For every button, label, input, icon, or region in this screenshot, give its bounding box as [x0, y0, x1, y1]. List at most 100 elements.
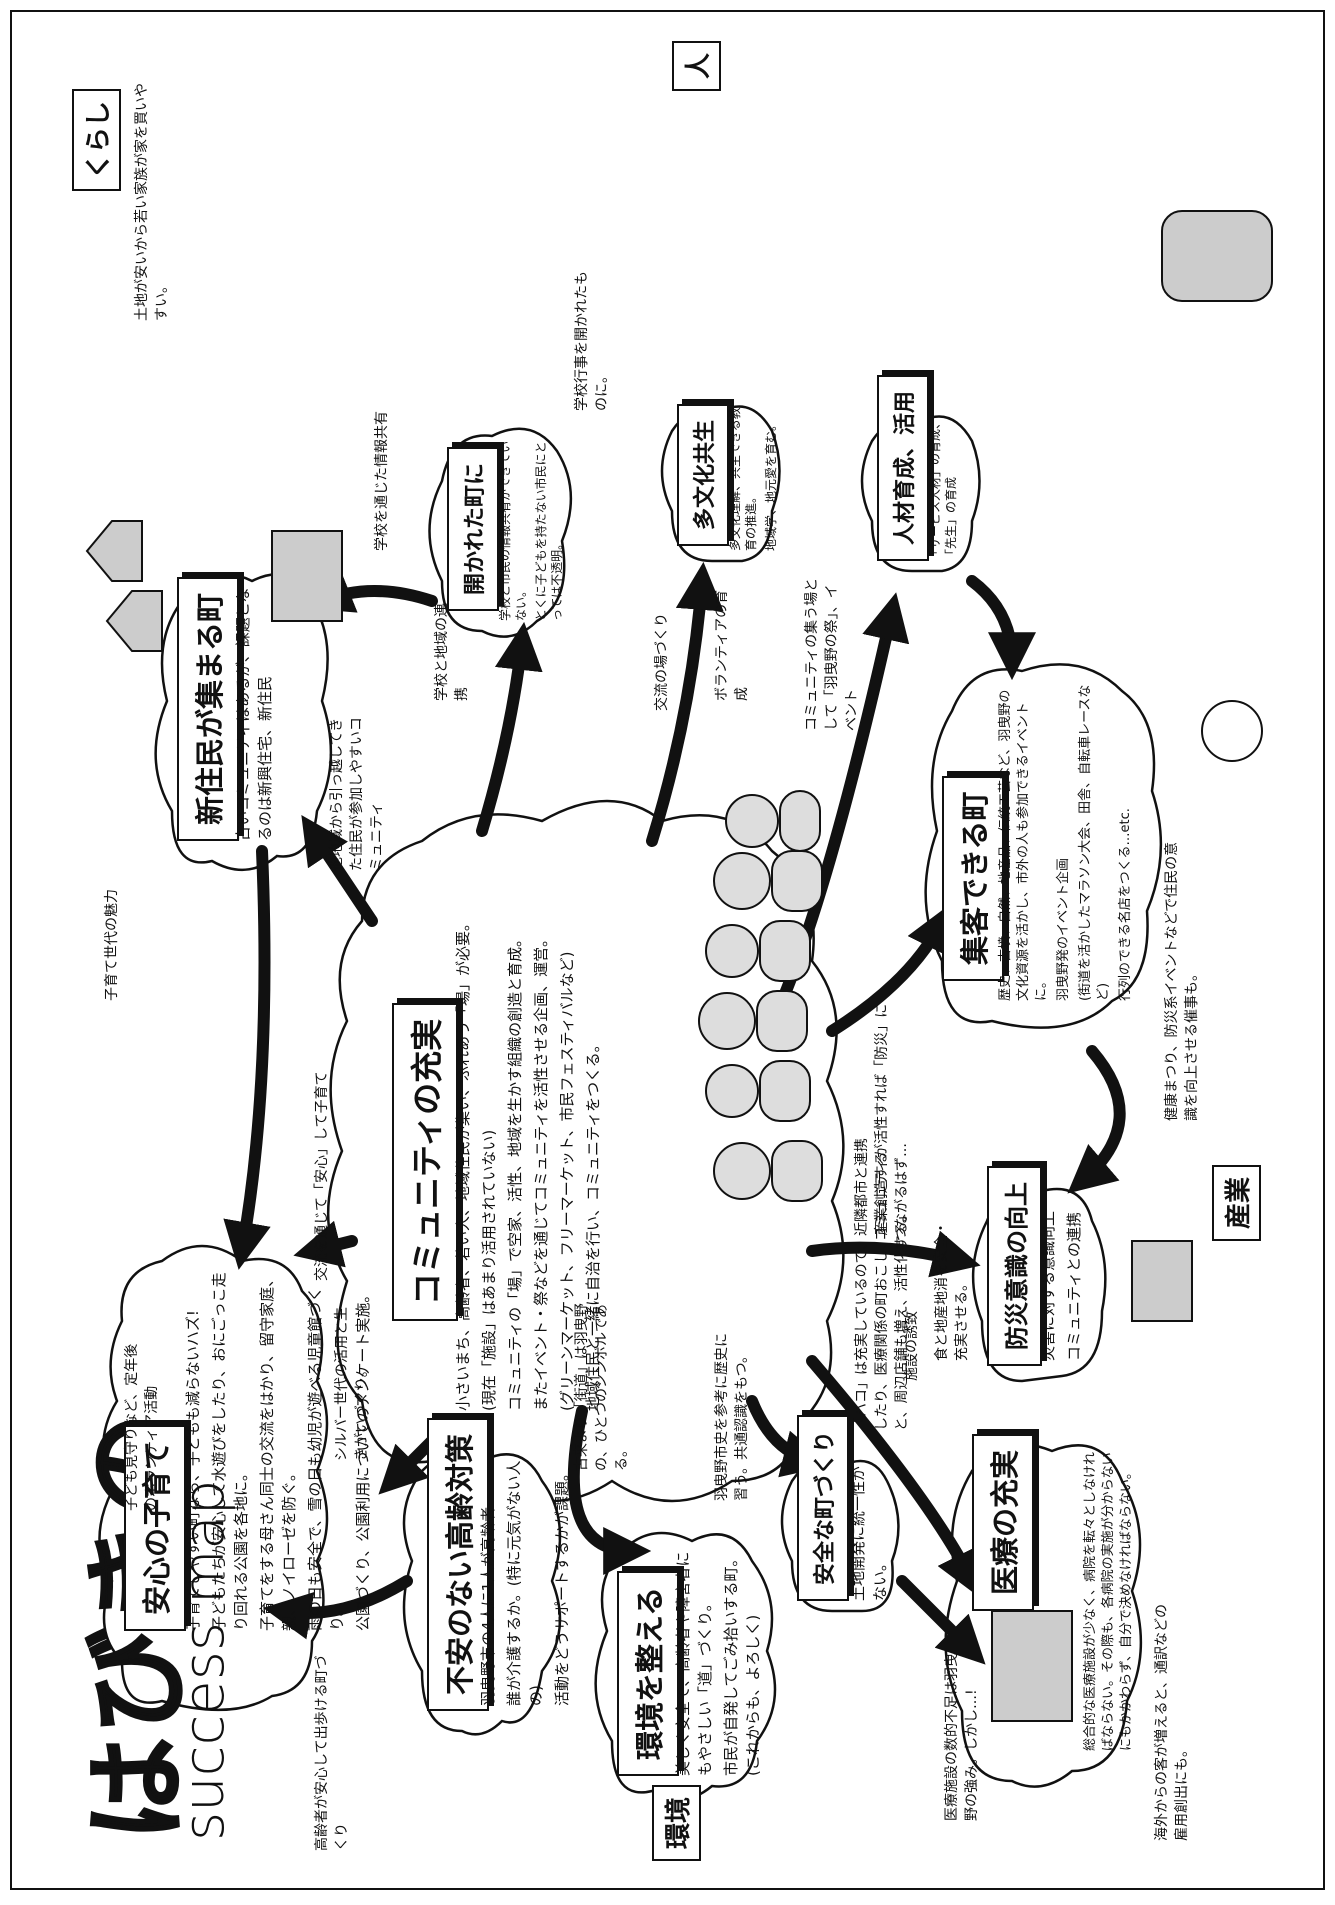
bullet: 災害に対する意識向上 [1039, 1210, 1057, 1361]
node-hirakareta-title: 開かれた町に [447, 446, 499, 611]
person-head [705, 1064, 759, 1118]
tag-sangyo: 産業 [1212, 1164, 1261, 1241]
bicycle-icon [1201, 700, 1263, 762]
note-gakko: 学校と地域の連携 [434, 603, 470, 701]
node-shinjumin-bullets: 古いコミュニティはあるが、課題となるのは新興住宅、新住民 [232, 581, 280, 841]
node-koureika-bullets: 羽曳野市の4人に1人が高齢者 誰が介護するか。(特に元気がない人の) 活動をどう… [477, 1456, 577, 1706]
arrow-jinzai-shuukyaku [966, 575, 1036, 681]
bullet: 古いコミュニティはあるが、課題となるのは新興住宅、新住民 [234, 587, 274, 841]
note-community-basho: コミュニティの集う場として「羽曳野の祭」、イベント [804, 577, 860, 731]
node-iryo-title: 医療の充実 [972, 1433, 1034, 1611]
keyhole-frame [1161, 210, 1273, 302]
person-head [713, 1142, 771, 1200]
arrow-center-shuukyaku [826, 903, 951, 1037]
person-body [756, 990, 808, 1052]
note-kosodate-link: 子育て世代の魅力 [104, 889, 120, 1001]
person-body [771, 850, 823, 912]
note-kouryu: 交流を通じて「安心」して子育て [314, 1071, 330, 1281]
person-body [759, 1060, 811, 1122]
bullet: とくに子どもを持たない市民にとっては不透明。 [534, 441, 564, 621]
node-kankyo-title: 環境を整える [617, 1570, 679, 1776]
node-shinjumin-title: 新住民が集まる町 [177, 576, 239, 841]
arrow-center-kosodate [293, 1220, 358, 1268]
node-anzen-title: 安全な町づくり [797, 1414, 849, 1601]
person-head [698, 992, 756, 1050]
sketches [85, 210, 1273, 1722]
note-tochi: 土地が安いから若い家族が家を買いやすい。 [134, 83, 170, 321]
arrow-center-shinjumin [301, 815, 378, 927]
arrow-shinjumin-kosodate [223, 845, 271, 1270]
person-body [779, 790, 821, 852]
note-iryo-speech: 医療施設の数的不足は羽曳野の強み。しかし…! [944, 1653, 980, 1821]
node-kankyo-bullets: 美しく安全で、高齢者や障害者にもやさしい「道」づくり。 市民が自発してごみ拾いす… [672, 1546, 768, 1776]
node-iryo-bullets: 総合的な医療施設が少なく、病院を転々としなければならない。その際も、各病院の実施… [1082, 1451, 1140, 1751]
arrow-center-kankyo [567, 1405, 652, 1575]
node-hirakareta-bullets: 学校と市民の情報共有ができていない。 とくに子どもを持たない市民にとっては不透明… [497, 431, 569, 621]
school-building [271, 530, 343, 622]
node-jinzai-bullets: 「サービス人材」の育成、「先生」の育成 [927, 411, 963, 561]
arrow-center-iryo [806, 1355, 981, 1599]
bullet: 「サービス人材」の育成、「先生」の育成 [928, 416, 958, 561]
note-gakko-top: 学校を通じた情報共有 [374, 411, 390, 551]
house-icon [85, 520, 143, 582]
bullet: コミュニティの「場」で空家、活性、地域を生かす組織の創造と育成。 [506, 931, 524, 1411]
note-kaidou: 古来より「街道」は羽曳野の、ひとつのシンボルである。 [574, 1303, 630, 1471]
note-koureisha-aruku: 高齢者が安心して出歩ける町づくり [314, 1655, 350, 1851]
note-shisetsu: 施設の誘致 [904, 1311, 920, 1381]
arrow-shuukyaku-bousai [1067, 1045, 1126, 1194]
bullet: 市民が自発してごみ拾いする町。(これからも、よろしく) [722, 1551, 762, 1776]
bullet: 活動をどうサポートするかが課題。 [553, 1465, 571, 1706]
rotated-map: はびきの success map くらし 人 環境 産業 安心の子育て 子育てし… [12, 12, 1317, 1881]
note-gakko-right: 学校行事を開かれたものに。 [574, 271, 610, 411]
note-rekishi: 羽曳野市史を参考に歴史に習う。共通認識をもつ。 [714, 1333, 750, 1501]
node-tabunka-title: 多文化共生 [677, 403, 729, 546]
bullet: コミュニティとの連携 [1065, 1212, 1083, 1361]
bousai-box [1131, 1240, 1193, 1322]
bullet: (現在「施設」はあまり活用されていない) [480, 1129, 498, 1411]
arrow-center-bousai [806, 1230, 981, 1278]
node-bousai-title: 防災意識の向上 [987, 1166, 1042, 1366]
bullet: 土地開発に統一性がない。 [849, 1465, 889, 1601]
bullet: 小さいまち、高齢者、若い人、地域住民が集い、ふれあう「場」が必要。 [454, 915, 472, 1411]
bullet: 美しく安全で、高齢者や障害者にもやさしい「道」づくり。 [674, 1551, 714, 1776]
note-kenko: 健康まつり、防災系イベントなどで住民の意識を向上させる催事も。 [1164, 841, 1200, 1121]
arrow-anzen-iryo [896, 1575, 986, 1665]
center-title: コミュニティの充実 [392, 1002, 458, 1321]
person-head [725, 794, 779, 848]
node-anzen-bullets: 土地開発に統一性がない。 [847, 1461, 895, 1601]
map-frame: はびきの success map くらし 人 環境 産業 安心の子育て 子育てし… [10, 10, 1325, 1890]
person-head [713, 852, 771, 910]
bullet: またイベント・祭などを通じてコミュニティを活性させる企画、運営。 [532, 931, 550, 1411]
note-shinjumin-left: 他地域から引っ越してきた住民が参加しやすいコミュニティ [329, 717, 385, 871]
tag-hito: 人 [672, 40, 721, 91]
house-icon [105, 590, 163, 652]
people-group [698, 790, 823, 1202]
node-shuukyaku-title: 集客できる町 [942, 775, 1004, 981]
bullet: 地域学、地元愛を育む。 [764, 418, 778, 551]
node-tabunka-bullets: 多文化理解、共生できる教育の推進。 地域学、地元愛を育む。 [727, 401, 783, 551]
person-head [705, 924, 759, 978]
bullet: 羽曳野発のイベント企画 [1056, 857, 1071, 1001]
tag-kurashi: くらし [72, 88, 121, 191]
arrow-koureika-kosodate [263, 1575, 413, 1640]
bullet: 子育てをする母さん同士の交流をはかり、留守家庭、親、ノイローゼを防ぐ。 [258, 1271, 298, 1631]
bullet: 学校と市民の情報共有ができていない。 [498, 440, 528, 621]
note-kaigai: 海外からの客が増えると、通訳などの雇用創出にも。 [1154, 1603, 1190, 1841]
note-kouryu-basho: 交流の場づくり [654, 613, 670, 711]
bullet: 子どもたちが安心して水遊びをしたり、おにごっこ走り回れる公園を各地に。 [210, 1272, 250, 1631]
bullet: 子育てしやすい町なら、子どもも減らないハズ! [184, 1310, 202, 1631]
bullet: 羽曳野市の4人に1人が高齢者 [479, 1506, 497, 1706]
arrow-center-hirakareta [476, 621, 543, 837]
node-jinzai-title: 人材育成、活用 [877, 374, 929, 561]
note-shoku: 食と地産地消を安全・充実させる。 [934, 1221, 970, 1361]
hospital-building [991, 1610, 1073, 1722]
tag-kankyo: 環境 [652, 1784, 701, 1861]
bullet: 歴史、古墳、自然、地産品、伝統工芸など、羽曳野の文化資源を活かし、市外の人も参加… [998, 689, 1049, 1001]
bullet: 誰が介護するか。(特に元気がない人の) [505, 1460, 545, 1706]
node-shuukyaku-bullets: 歴史、古墳、自然、地産品、伝統工芸など、羽曳野の文化資源を活かし、市外の人も参加… [997, 681, 1139, 1001]
bullet: 行列のできる名店をつくる…etc. [1118, 808, 1133, 1001]
cloud-center [327, 799, 845, 1503]
note-volunteer-left: 子ども見守りなど、定年後のボランティア活動 [124, 1343, 160, 1511]
arrow-center-tabunka [646, 561, 724, 847]
